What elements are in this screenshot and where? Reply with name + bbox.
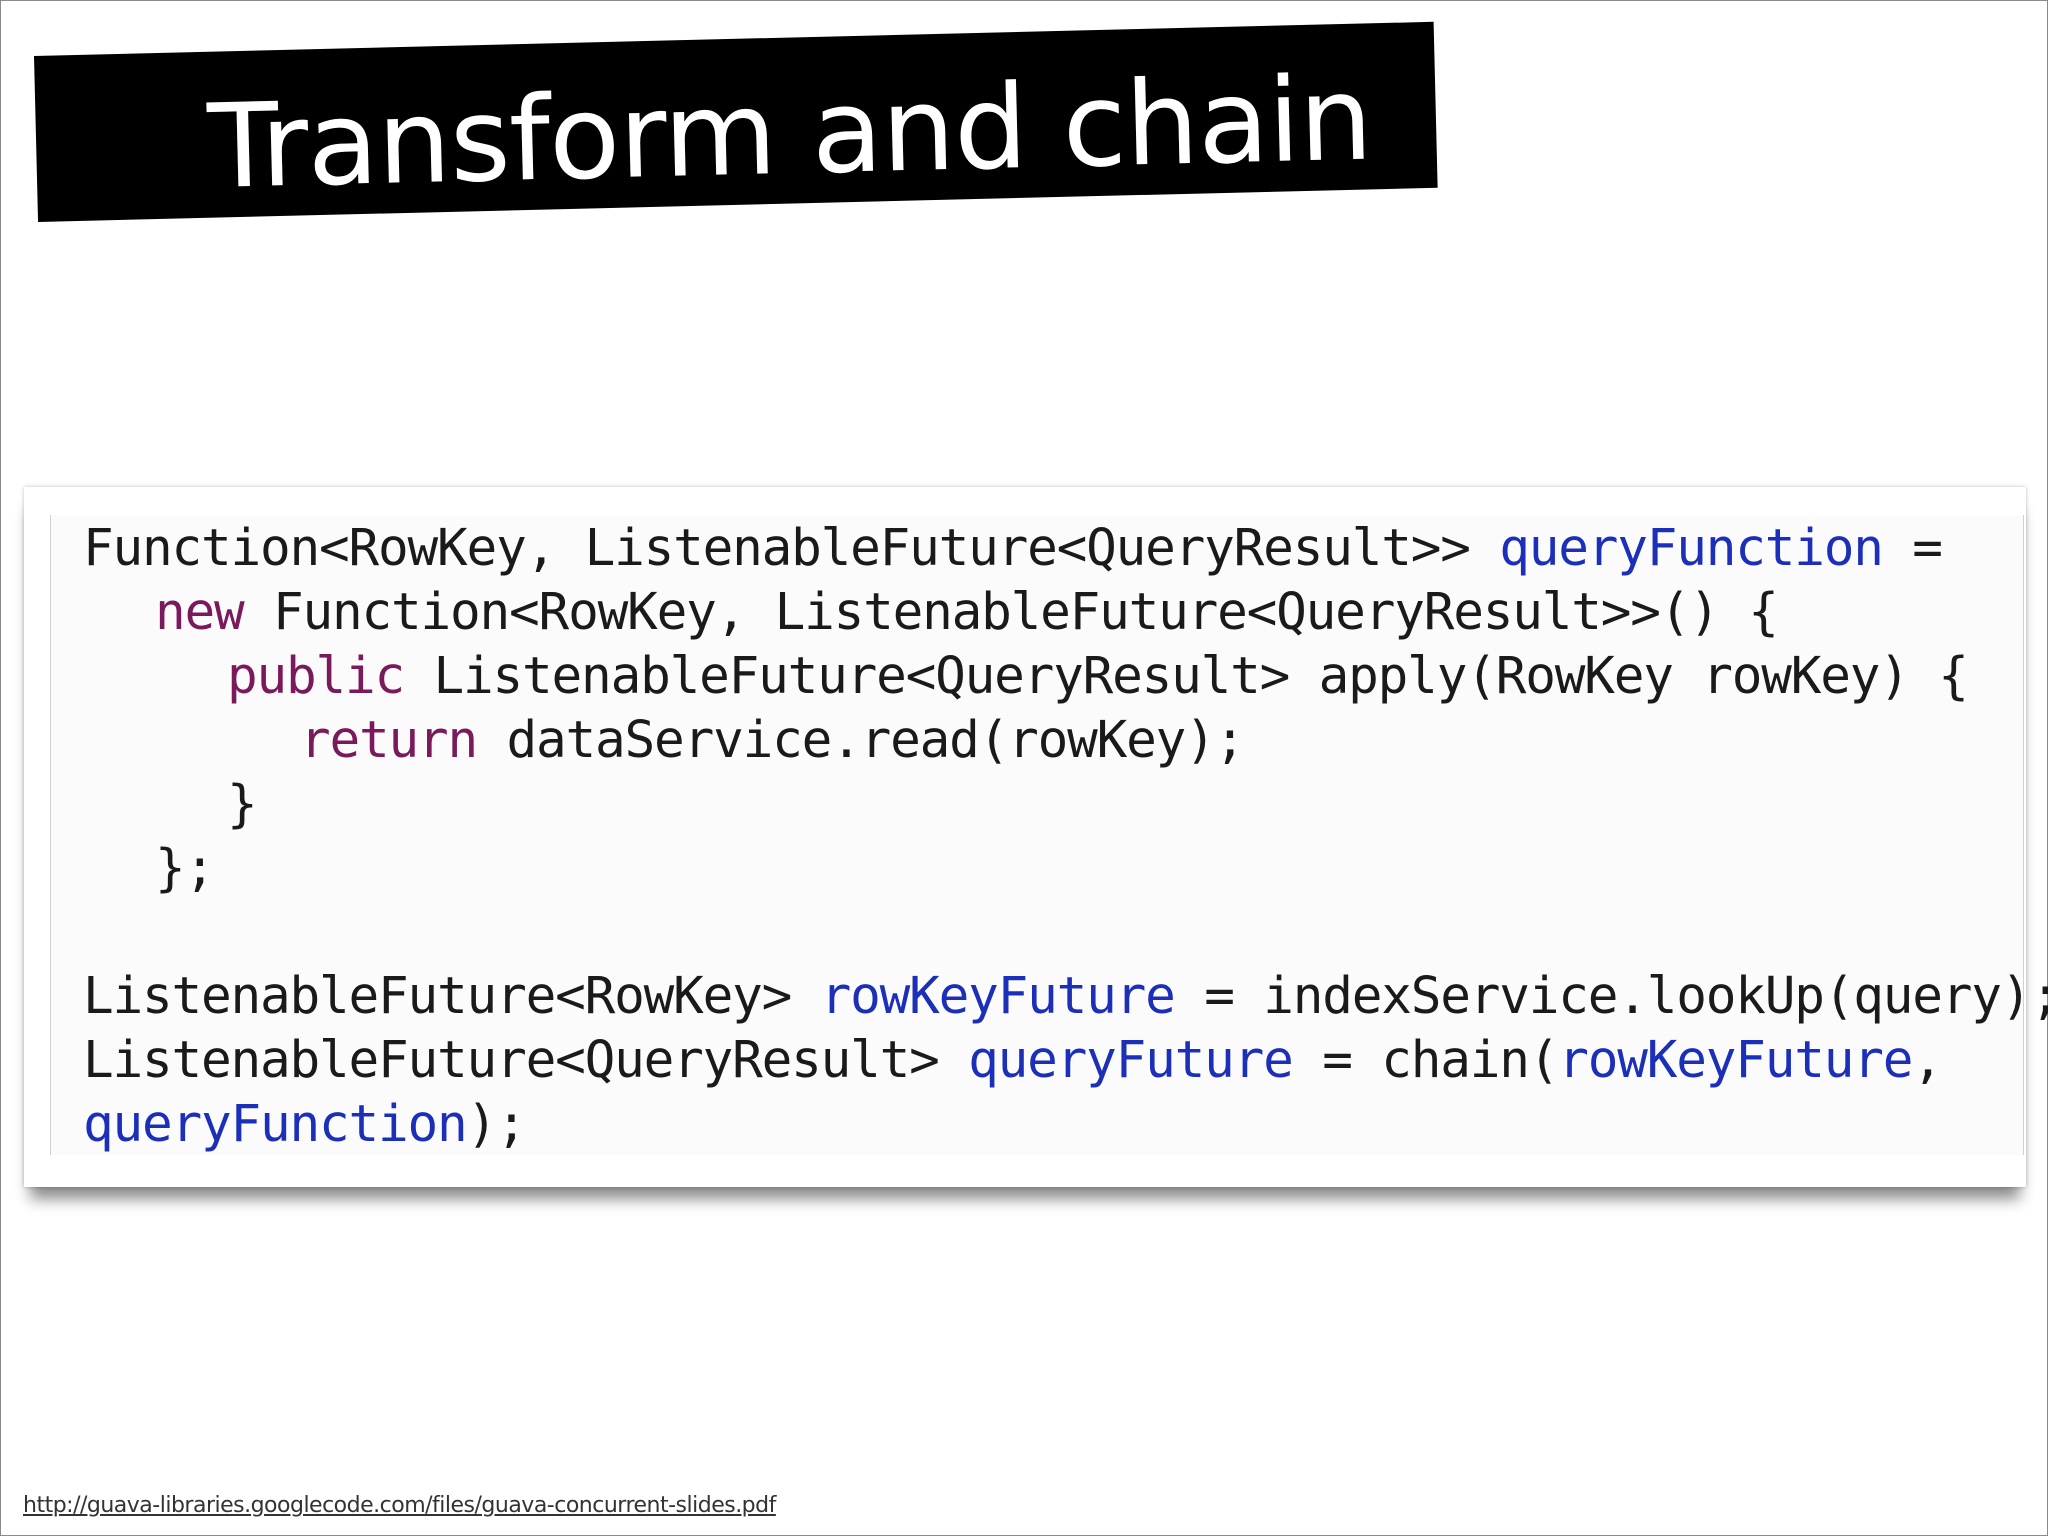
code-line-8: ListenableFuture<QueryResult> queryFutur… [83, 1029, 1943, 1093]
code-line-2: new Function<RowKey, ListenableFuture<Qu… [155, 581, 1779, 645]
code-identifier: rowKeyFuture [820, 967, 1176, 1026]
code-text: ListenableFuture<QueryResult> apply(RowK… [404, 647, 1969, 706]
slide-title: Transform and chain [206, 51, 1374, 215]
code-text: ListenableFuture<RowKey> [83, 967, 821, 1026]
code-text: = chain( [1292, 1031, 1559, 1090]
code-text: Function<RowKey, ListenableFuture<QueryR… [243, 583, 1779, 642]
code-identifier: queryFunction [1499, 519, 1884, 578]
code-block: Function<RowKey, ListenableFuture<QueryR… [50, 515, 2048, 1157]
code-line-3: public ListenableFuture<QueryResult> app… [227, 645, 1969, 709]
code-line-6: }; [155, 839, 215, 898]
code-identifier: rowKeyFuture [1558, 1031, 1913, 1090]
code-line-7: ListenableFuture<RowKey> rowKeyFuture = … [83, 965, 2048, 1029]
footer-source-link[interactable]: http://guava-libraries.googlecode.com/fi… [23, 1493, 776, 1518]
code-line-9: queryFunction); [83, 1093, 527, 1157]
code-keyword: return [300, 711, 478, 770]
code-text: ); [466, 1095, 527, 1154]
code-line-5: } [227, 775, 258, 834]
code-text: = indexService.lookUp(query); [1174, 967, 2048, 1026]
code-text: = [1882, 519, 1943, 578]
code-card: Function<RowKey, ListenableFuture<QueryR… [24, 487, 2048, 1187]
code-keyword: public [227, 647, 405, 706]
code-keyword: new [155, 583, 245, 642]
code-line-1: Function<RowKey, ListenableFuture<QueryR… [83, 517, 1943, 581]
code-text: Function<RowKey, ListenableFuture<QueryR… [83, 519, 1500, 578]
code-identifier: queryFuture [968, 1031, 1294, 1090]
code-text: dataService.read(rowKey); [477, 711, 1246, 770]
code-text: , [1912, 1031, 1943, 1090]
code-text: ListenableFuture<QueryResult> [83, 1031, 969, 1090]
code-identifier: queryFunction [83, 1095, 468, 1154]
code-line-4: return dataService.read(rowKey); [300, 709, 1246, 773]
